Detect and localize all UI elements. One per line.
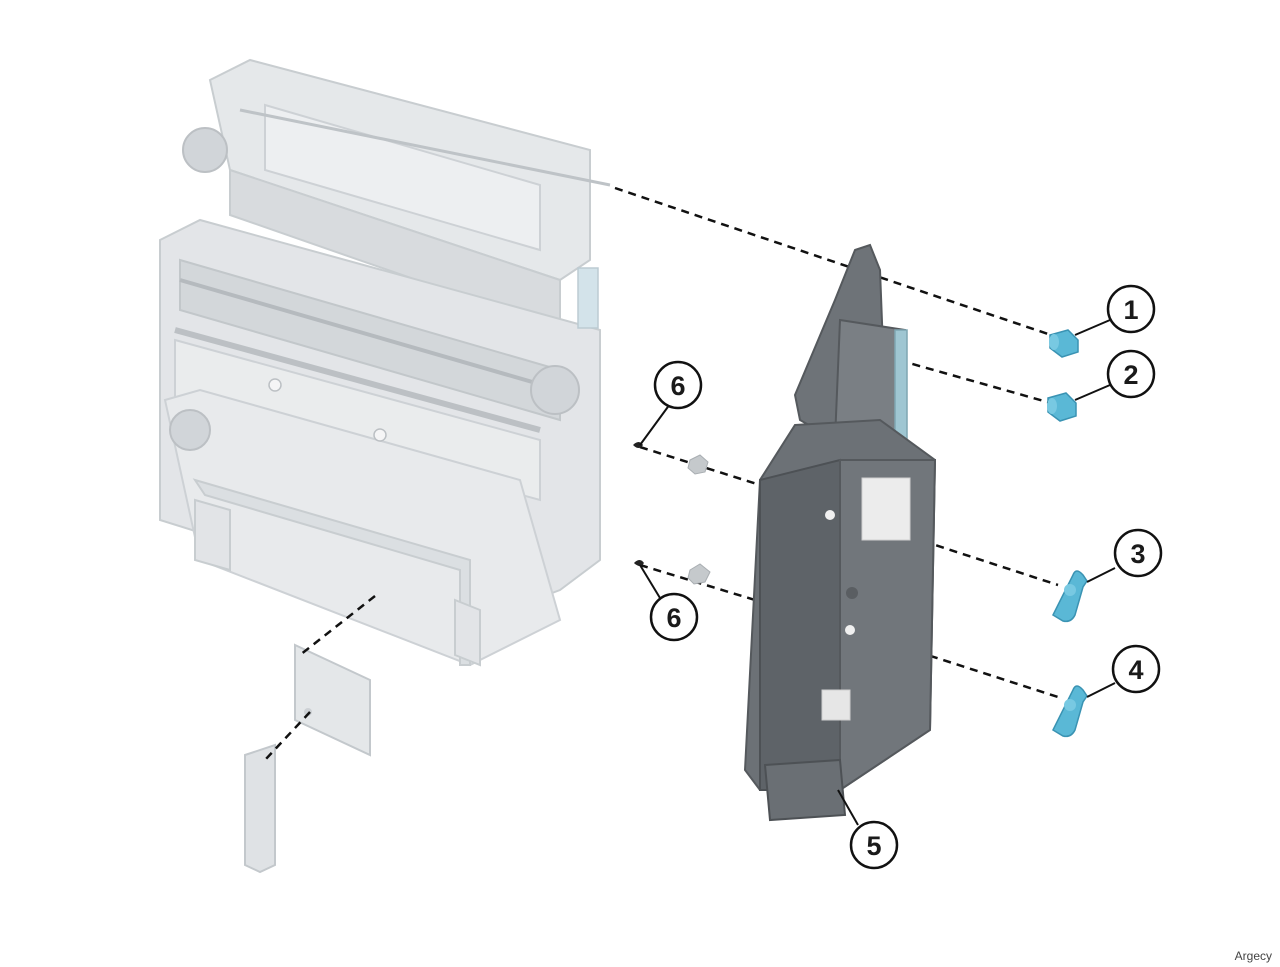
watermark: Argecy	[1234, 949, 1272, 963]
callout-leaders	[639, 319, 1116, 826]
bushing-lower	[687, 563, 711, 585]
side-bracket	[743, 243, 937, 822]
callout-label: 2	[1123, 360, 1138, 390]
thumbscrew-icon	[1047, 392, 1077, 422]
callout-5: 5	[849, 820, 899, 870]
callout-1: 1	[1106, 284, 1156, 334]
faded-cover-strip	[244, 743, 276, 874]
callout-label: 6	[670, 371, 685, 401]
bushing-upper	[687, 454, 709, 475]
callout-6-lower: 6	[649, 592, 699, 642]
callout-label: 4	[1128, 655, 1143, 685]
faded-main-assembly	[159, 58, 611, 667]
faded-cover-plate	[294, 643, 371, 757]
e-clip-lower	[634, 560, 644, 566]
callout-label: 5	[866, 831, 881, 861]
callout-2: 2	[1106, 349, 1156, 399]
callout-3: 3	[1113, 528, 1163, 578]
callout-label: 6	[666, 603, 681, 633]
callout-label: 1	[1123, 295, 1138, 325]
callout-6-upper: 6	[653, 360, 703, 410]
wing-knob-icon	[1052, 685, 1088, 738]
callout-4: 4	[1111, 644, 1161, 694]
wing-knob-icon	[1052, 570, 1088, 623]
thumbscrew-icon	[1049, 329, 1079, 358]
callout-label: 3	[1130, 539, 1145, 569]
